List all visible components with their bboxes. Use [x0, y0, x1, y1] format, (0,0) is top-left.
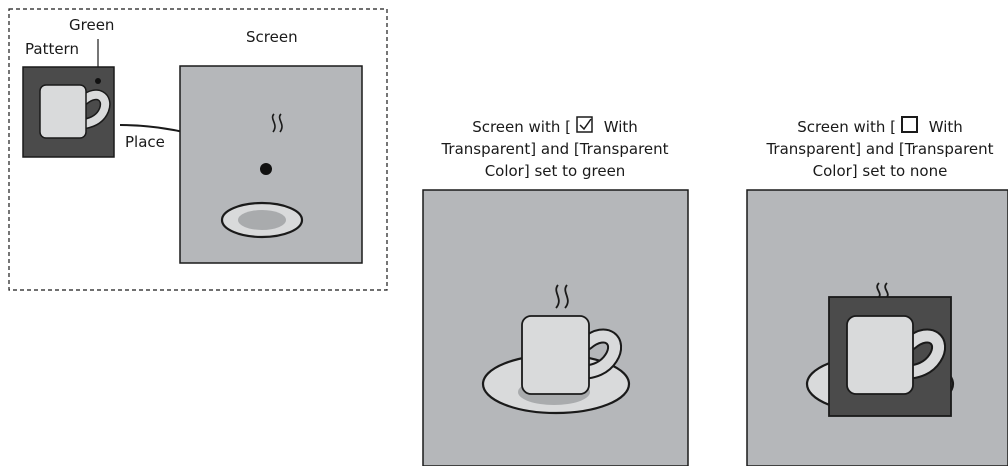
green-color-dot — [95, 78, 101, 84]
dashed-frame — [8, 8, 388, 291]
saucer-icon — [220, 201, 304, 239]
screen-preview — [179, 65, 363, 264]
screen-result-opaque — [746, 189, 1008, 466]
steam-icon — [271, 113, 283, 133]
screen-label: Screen — [246, 28, 298, 46]
cup-icon — [846, 315, 947, 395]
checkbox-checked-icon — [576, 116, 593, 133]
checkbox-unchecked-icon — [901, 116, 918, 133]
caption-line-2: Transparent] and [Transparent — [440, 140, 668, 158]
cup-icon — [521, 315, 623, 395]
pattern-tile — [22, 66, 115, 158]
transparent-off-panel: Screen with [ With Transparent] and [Tra… — [746, 116, 1008, 466]
pattern-label: Pattern — [25, 40, 79, 58]
pattern-tile — [828, 296, 952, 417]
green-label: Green — [69, 16, 114, 34]
transparent-on-panel: Screen with [ With Transparent] and [Tra… — [422, 116, 689, 466]
caption-line-3: Color] set to green — [485, 162, 626, 180]
cup-icon — [39, 84, 111, 139]
placement-example-panel: Green Pattern Place Screen — [8, 8, 388, 291]
caption-line-1: Screen with [ With — [797, 118, 963, 136]
caption-line-2: Transparent] and [Transparent — [765, 140, 993, 158]
caption-line-3: Color] set to none — [813, 162, 948, 180]
caption-line-1: Screen with [ With — [472, 118, 638, 136]
place-label: Place — [125, 133, 165, 151]
screen-result-transparent — [422, 189, 689, 466]
steam-icon — [555, 284, 569, 309]
